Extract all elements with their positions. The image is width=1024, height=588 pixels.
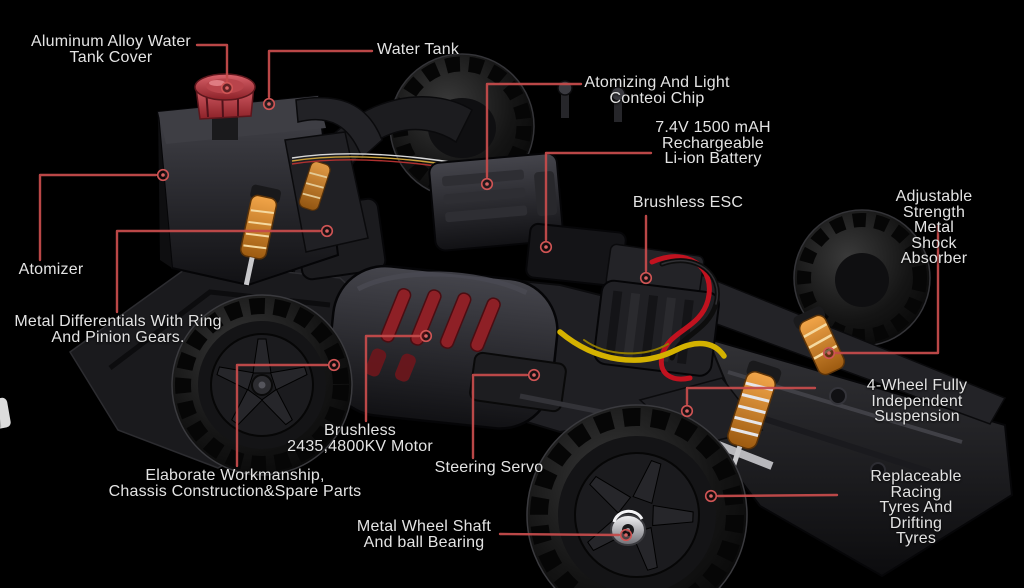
chassis-posts bbox=[557, 80, 626, 122]
leader-shock-absorber bbox=[834, 224, 940, 355]
leader-aluminum-cover bbox=[195, 43, 229, 83]
leader-steering-servo bbox=[471, 373, 529, 460]
leader-tyres bbox=[716, 493, 839, 498]
leader-workmanship bbox=[235, 363, 329, 468]
right-shock-absorber bbox=[793, 306, 846, 376]
callout-dot bbox=[262, 97, 276, 111]
power-wires bbox=[557, 254, 727, 382]
leader-wheel-shaft bbox=[498, 532, 621, 537]
callout-dot bbox=[639, 271, 653, 285]
leader-differentials bbox=[115, 229, 322, 314]
callout-dot bbox=[327, 358, 341, 372]
leader-battery bbox=[544, 151, 653, 242]
callout-lines bbox=[38, 43, 940, 537]
rear-wheel bbox=[526, 404, 748, 588]
control-chip-box bbox=[428, 152, 564, 252]
esc-box bbox=[593, 279, 720, 377]
callout-dot bbox=[822, 346, 836, 360]
rear-shock-absorber bbox=[727, 360, 782, 476]
leader-suspension bbox=[685, 386, 817, 406]
leader-atomizer bbox=[38, 173, 158, 262]
front-shock-absorber bbox=[239, 184, 282, 286]
callout-dot bbox=[527, 368, 541, 382]
front-shock-absorber-2 bbox=[298, 160, 331, 211]
front-left-wheel bbox=[171, 294, 353, 476]
callout-dot bbox=[704, 489, 718, 503]
callout-dot bbox=[619, 528, 633, 542]
edge-object bbox=[0, 397, 11, 429]
callout-dot bbox=[539, 240, 553, 254]
rear-right-wheel bbox=[793, 209, 931, 347]
callout-dots bbox=[156, 81, 836, 542]
callout-dot bbox=[220, 81, 234, 95]
callout-dot bbox=[156, 168, 170, 182]
callout-dot bbox=[419, 329, 433, 343]
callout-dot bbox=[480, 177, 494, 191]
leader-motor bbox=[364, 334, 421, 423]
leader-atomizing-chip bbox=[485, 82, 583, 179]
callout-dot bbox=[680, 404, 694, 418]
chassis-group bbox=[0, 53, 1014, 588]
callout-dot bbox=[320, 224, 334, 238]
water-tank-cover bbox=[194, 73, 256, 140]
leader-water-tank bbox=[267, 49, 374, 99]
